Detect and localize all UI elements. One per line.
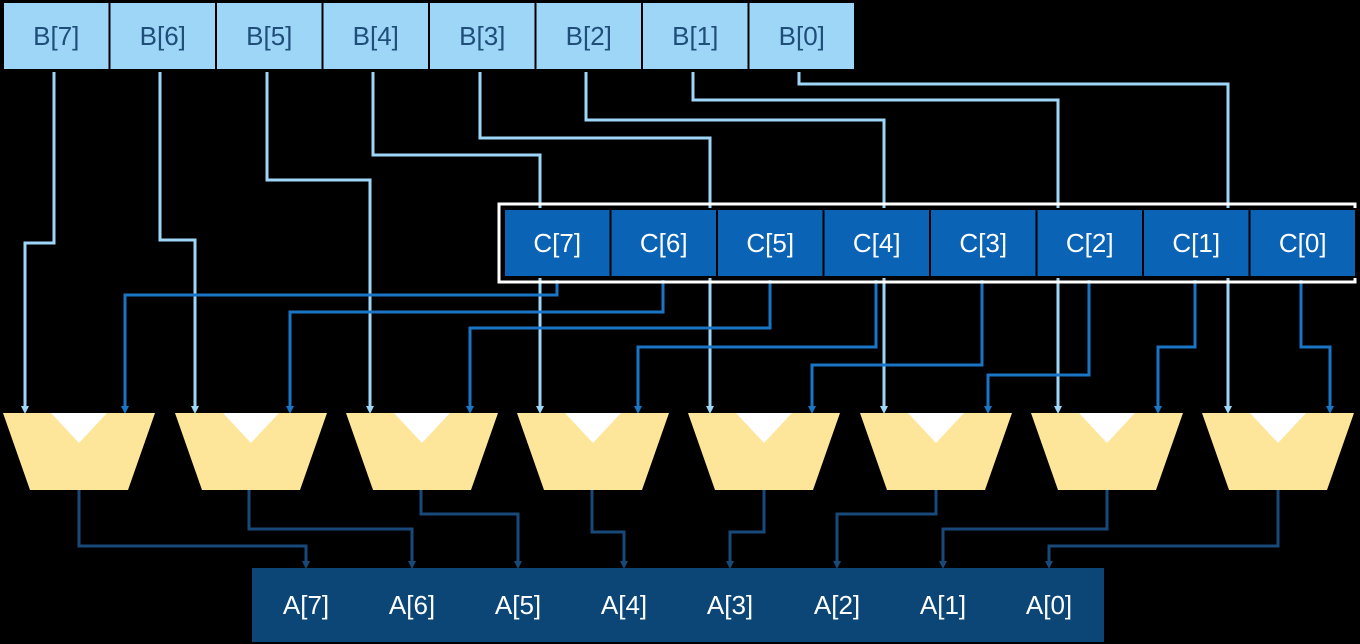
c-label-3: C[3] [959,228,1007,258]
mux-select-notch [394,413,450,443]
a-label-2: A[2] [814,590,860,620]
b-label-0: B[0] [779,21,825,51]
b-label-5: B[5] [246,21,292,51]
c-wire-6 [286,280,665,414]
mux-6 [175,413,327,490]
c-wire-3 [808,280,984,414]
c-wire-7 [121,280,559,414]
mux-select-notch [565,413,621,443]
c-cell-6: C[6] [609,208,718,278]
c-label-1: C[1] [1172,228,1220,258]
b-wire-6 [158,72,199,414]
c-wire-2 [984,280,1091,414]
output-wire-6 [247,490,416,569]
c-cell-2: C[2] [1035,208,1144,278]
b-wires [21,72,1232,414]
c-wire-4 [634,280,878,414]
b-register: B[7] B[6] B[5] B[4] B[3] B[2] B[1] B[0] [2,1,856,71]
output-wire-0 [1045,490,1280,569]
a-label-7: A[7] [283,590,329,620]
c-cell-0: C[0] [1248,208,1357,278]
c-cell-7: C[7] [503,208,612,278]
c-label-5: C[5] [746,228,794,258]
b-cell-3: B[3] [428,1,537,71]
b-cell-2: B[2] [534,1,643,71]
b-wire-7 [21,72,56,414]
mux-0 [1202,413,1354,490]
a-label-6: A[6] [389,590,435,620]
a-label-4: A[4] [601,590,647,620]
b-cell-0: B[0] [747,1,856,71]
b-wire-5 [265,72,374,414]
a-label-1: A[1] [920,590,966,620]
a-label-5: A[5] [495,590,541,620]
c-wire-1 [1154,280,1197,414]
output-wire-1 [939,490,1109,569]
c-wire-5 [466,280,772,414]
mux-5 [346,413,498,490]
b-label-6: B[6] [140,21,186,51]
b-cell-4: B[4] [321,1,430,71]
b-label-4: B[4] [353,21,399,51]
mux-select-notch [1250,413,1306,443]
output-wire-4 [590,490,628,569]
mux-4 [517,413,669,490]
c-register: C[7] C[6] C[5] C[4] C[3] C[2] C[1] C[0] [503,208,1357,278]
mux-select-notch [223,413,279,443]
c-label-6: C[6] [640,228,688,258]
b-cell-7: B[7] [2,1,111,71]
mux-select-notch [908,413,964,443]
b-cell-5: B[5] [215,1,324,71]
b-label-2: B[2] [566,21,612,51]
c-label-7: C[7] [533,228,581,258]
c-cell-5: C[5] [716,208,825,278]
mux-select-notch [1079,413,1135,443]
a-register: A[7] A[6] A[5] A[4] A[3] A[2] A[1] A[0] [252,568,1104,642]
c-cell-3: C[3] [929,208,1038,278]
c-label-0: C[0] [1279,228,1327,258]
b-cell-1: B[1] [641,1,750,71]
c-wire-0 [1299,280,1334,414]
mux-2 [860,413,1012,490]
mux-3 [688,413,840,490]
c-label-4: C[4] [853,228,901,258]
output-wires [77,490,1280,569]
b-label-7: B[7] [33,21,79,51]
a-label-3: A[3] [707,590,753,620]
mux-7 [3,413,155,490]
mux-1 [1031,413,1183,490]
c-cell-4: C[4] [822,208,931,278]
a-label-0: A[0] [1026,590,1072,620]
c-cell-1: C[1] [1142,208,1251,278]
output-wire-5 [419,490,522,569]
mux-row [3,413,1354,490]
output-wire-7 [77,490,310,569]
c-wires [121,280,1334,414]
b-label-3: B[3] [459,21,505,51]
b-cell-6: B[6] [108,1,217,71]
b-label-1: B[1] [672,21,718,51]
a-register-block [252,568,1104,642]
c-label-2: C[2] [1066,228,1114,258]
output-wire-3 [726,490,766,569]
mux-select-notch [51,413,107,443]
mux-select-notch [736,413,792,443]
output-wire-2 [833,490,938,569]
